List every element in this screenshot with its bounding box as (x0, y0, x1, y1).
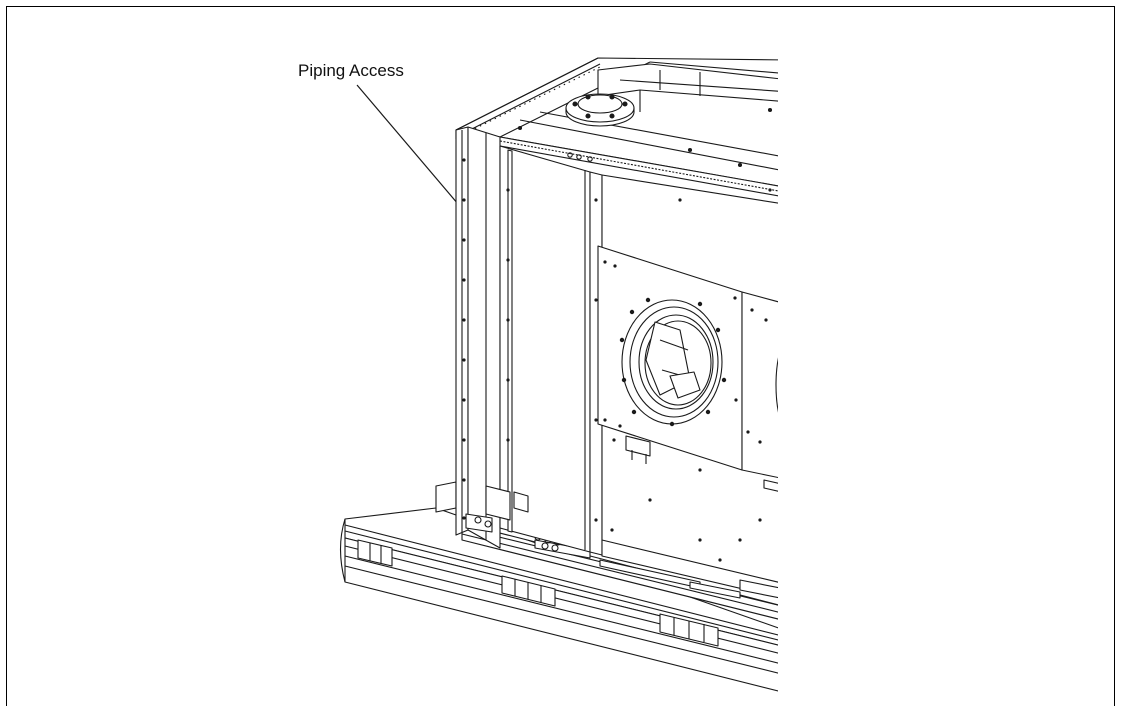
corner-post-left (455, 126, 501, 549)
fan-deck-panel (597, 174, 778, 599)
callout-piping-access-label: Piping Access (298, 61, 404, 80)
figure-frame (6, 6, 1115, 706)
shipping-skid (340, 481, 778, 692)
roof-assembly (455, 57, 778, 197)
